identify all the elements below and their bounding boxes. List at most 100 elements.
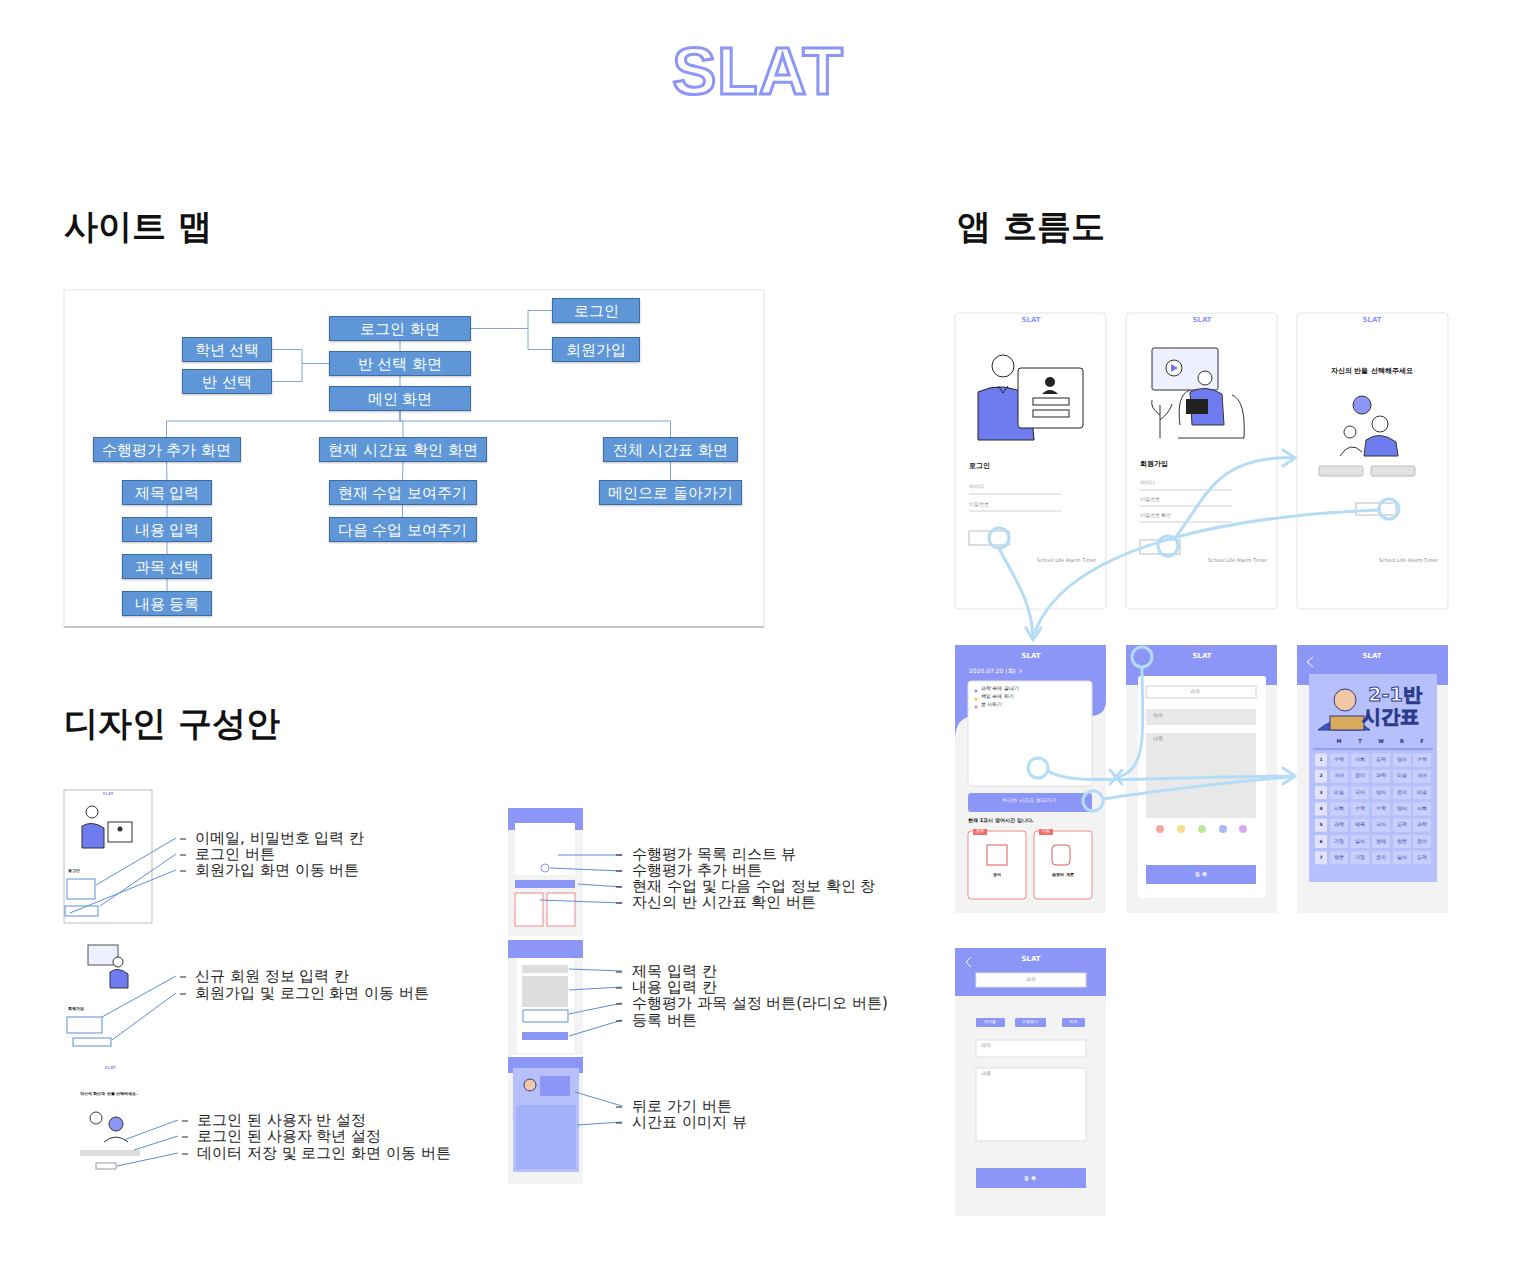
screen-text: 과학 [1376,774,1386,779]
timetable-cell [1351,786,1369,799]
screen-text: 로그인 [969,462,990,470]
screen-text: 사회 [1417,806,1427,811]
timetable-cell [1351,819,1369,832]
annotation: 뒤로 가기 버튼 [632,1097,732,1115]
bullet-dashes [180,839,622,1154]
screen-text: 음악 [1397,790,1407,795]
screen-text: 사회 [1334,806,1344,811]
annotation: 신규 회원 정보 입력 칸 [195,967,349,985]
timetable-cell [1393,786,1411,799]
timetable-cell [1372,786,1390,799]
connector [166,462,168,480]
sitemap-box: 반 선택 화면 [329,351,471,376]
timetable-cell [1393,770,1411,783]
annotation: 로그인 된 사용자 학년 설정 [197,1127,381,1145]
timetable-cell [1413,819,1431,832]
connector [167,579,168,591]
timetable-cell [1393,835,1411,848]
sitemap-box: 과목 선택 [122,554,212,579]
screen-text: 영어 [993,873,1001,878]
thumb-login [64,790,152,923]
screen-text: 국어 [1376,822,1386,827]
screen-text: R [1400,738,1404,744]
connector [272,364,329,382]
timetable-period [1315,802,1327,815]
annotation: 자신의 반 시간표 확인 버튼 [632,893,816,911]
box-text: 현재 시간표 확인 화면 [328,440,477,460]
timetable-cell [1330,786,1348,799]
screen-text: SLAT [103,792,114,797]
screen-text: 사회 [1355,757,1365,762]
section-heading: 사이트 맵 [64,206,212,247]
panel-shadow [64,626,764,628]
box-text: 내용 입력 [135,520,200,540]
screen-text: 비밀번호 확인 [1140,513,1171,518]
annotation: 시간표 이미지 뷰 [632,1113,747,1131]
screen-text: 5 [1319,822,1322,827]
box-text: 로그인 [574,301,619,321]
sitemap-box: 다음 수업 보여주기 [329,517,477,542]
box-text: 과목 선택 [135,557,200,577]
connector [471,329,552,350]
timetable-cell [1393,851,1411,864]
annotation: 제목 입력 칸 [632,962,717,980]
screen-text: 창체 [1376,839,1386,844]
thumb-main [508,808,583,936]
screen-text: 미술 [1334,790,1344,795]
thumb-add [508,940,583,1055]
timetable-cell [1372,851,1390,864]
sitemap-box: 회원가입 [552,337,640,362]
screen-text: 제목 [981,1043,991,1048]
screen-text: 2 [1319,774,1322,779]
screen-text: F [1420,738,1423,744]
box-text: 현재 수업 보여주기 [338,483,468,503]
timetable-cell [1372,802,1390,815]
annotation: 현재 수업 및 다음 수업 정보 확인 창 [632,877,875,895]
timetable-cell [1351,802,1369,815]
annotation: 수행평가 목록 리스트 뷰 [632,845,796,863]
screen-text: 숙제 [1069,1020,1077,1025]
screen-text: 우리반 시간표 보러가기 [1002,797,1055,803]
screen-text: 수학 [1376,806,1386,811]
screen-text: 수학 [1355,806,1365,811]
timetable-cell [1372,770,1390,783]
timetable-cell [1413,802,1431,815]
annotation: 회원가입 및 로그인 화면 이동 버튼 [195,984,429,1002]
timetable-period [1315,835,1327,848]
annotation: 로그인 된 사용자 반 설정 [197,1111,366,1129]
sitemap-box: 메인 화면 [329,386,471,411]
screen-text: 미술 [1397,774,1407,779]
timetable-cell [1330,754,1348,767]
screen-text: 3 [1319,790,1322,795]
sitemap-box: 로그인 [552,298,640,323]
screen-text: 1 [1319,757,1322,762]
logo-title: SLAT [672,38,843,104]
timetable-period [1315,754,1327,767]
timetable-cell [1330,802,1348,815]
sitemap-box: 전체 시간표 화면 [603,437,738,462]
timetable-cell [1413,754,1431,767]
screen-text: 제목 [1153,713,1163,718]
screen-text: 봉 사하기 [981,702,1002,707]
connector [400,376,401,386]
screen-text: 시간표 [1362,705,1419,728]
box-text: 내용 등록 [135,594,200,614]
screen-text: 국어 [1417,774,1427,779]
screen-text: 비밀번호 [1140,497,1160,502]
timetable-period [1315,770,1327,783]
connector [402,462,404,480]
screen-text: 6 [1319,839,1322,844]
screen-text: School Life Alarm Timer [1208,557,1267,563]
screen-text: 수학 [1417,757,1427,762]
screen-text: School Life Alarm Timer [1379,557,1438,563]
sitemap-box: 로그인 화면 [329,316,471,341]
thumb-signup [67,945,128,1046]
screen-text: 회원가입 [68,1007,84,1012]
screen-text: 과학 숙제 끝내기 [981,686,1019,691]
timetable-cell [1413,770,1431,783]
timetable-screen [1297,645,1448,913]
timetable-cell [1351,754,1369,767]
box-text: 학년 선택 [195,340,260,360]
screen-text: 체육 [1355,822,1365,827]
